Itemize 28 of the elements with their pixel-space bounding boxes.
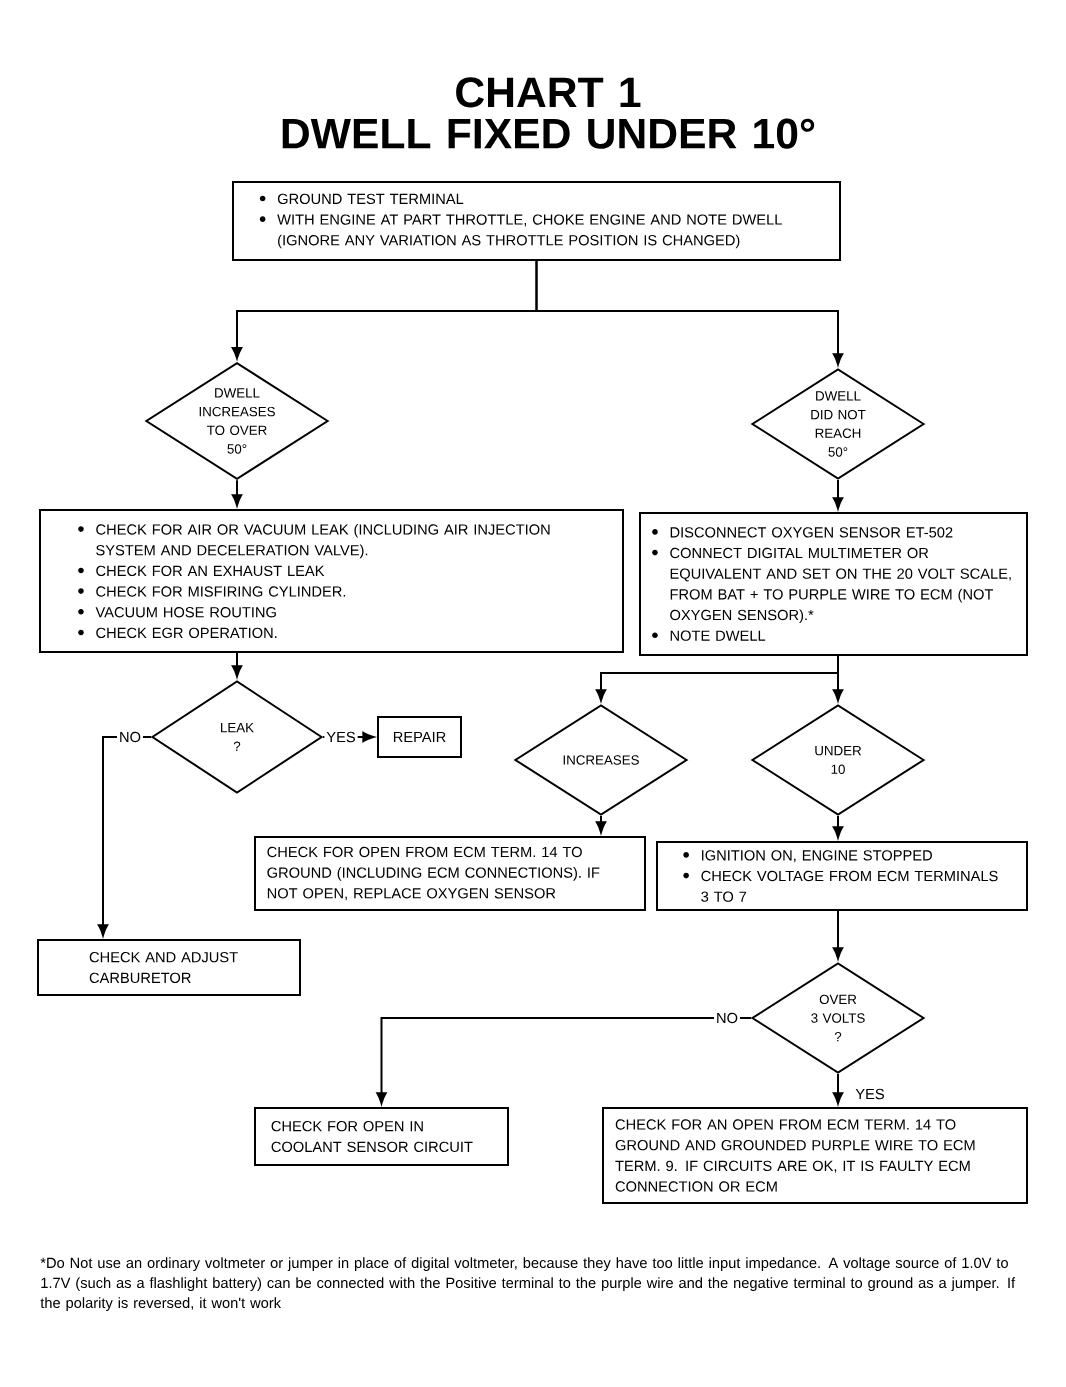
connector-line xyxy=(837,655,839,674)
arrow xyxy=(231,479,243,507)
arrow xyxy=(832,672,844,702)
process-box: CHECK FOR OPEN IN COOLANT SENSOR CIRCUIT xyxy=(254,1107,509,1166)
arrow xyxy=(832,910,844,960)
process-box: CHECK FOR AIR OR VACUUM LEAK (INCLUDING AIR INJECTION SYSTEM AND DECELERATION VALVE). CHECK FOR AN EXHAUST LEAK CHECK FOR MISFIRING CYLINDER. VACUUM HOSE ROUTING CHECK EGR OPERATION. xyxy=(39,509,624,653)
chart-title: CHART 1 DWELL FIXED UNDER 10° xyxy=(282,77,815,149)
arrow xyxy=(231,652,243,678)
process-box: GROUND TEST TERMINAL WITH ENGINE AT PART THROTTLE, CHOKE ENGINE AND NOTE DWELL (IGNORE ANY VARIATION AS THROTTLE POSITION IS CHANGED) xyxy=(232,181,841,261)
footnote: *Do Not use an ordinary voltmeter or jumper in place of digital voltmeter, because they have too little input impedance. A voltage source of 1.0V to 1.7V (such as a flashlight battery) can be connected with the Positive terminal to the purple wire and the negative terminal to ground as a jumper. If the polarity is reversed, it won't work xyxy=(40,1257,1016,1311)
edge-label: YES xyxy=(853,1086,887,1102)
process-box: CHECK FOR AN OPEN FROM ECM TERM. 14 TO GROUND AND GROUNDED PURPLE WIRE TO ECM TERM. 9. IF CIRCUITS ARE OK, IT IS FAULTY ECM CONNECTION OR ECM xyxy=(602,1107,1028,1204)
arrow xyxy=(376,1017,752,1105)
arrow xyxy=(535,260,844,366)
process-box: CHECK FOR OPEN FROM ECM TERM. 14 TO GROUND (INCLUDING ECM CONNECTIONS). IF NOT OPEN, REPLACE OXYGEN SENSOR xyxy=(254,836,646,911)
arrow xyxy=(832,479,844,510)
edge-label: YES xyxy=(324,729,358,745)
arrow xyxy=(832,1073,844,1105)
edge-label: NO xyxy=(117,729,143,745)
process-box: DISCONNECT OXYGEN SENSOR ET-502 CONNECT DIGITAL MULTIMETER OR EQUIVALENT AND SET ON THE 20 VOLT SCALE, FROM BAT + TO PURPLE WIRE TO ECM (NOT OXYGEN SENSOR).* NOTE DWELL xyxy=(639,512,1028,656)
arrow xyxy=(832,815,844,839)
arrow xyxy=(97,736,152,937)
arrow xyxy=(595,672,839,702)
process-box: REPAIR xyxy=(377,716,462,758)
edge-label: NO xyxy=(714,1010,740,1026)
process-box: IGNITION ON, ENGINE STOPPED CHECK VOLTAGE FROM ECM TERMINALS 3 TO 7 xyxy=(656,841,1028,911)
process-box: CHECK AND ADJUST CARBURETOR xyxy=(37,939,301,996)
arrow xyxy=(595,815,607,834)
